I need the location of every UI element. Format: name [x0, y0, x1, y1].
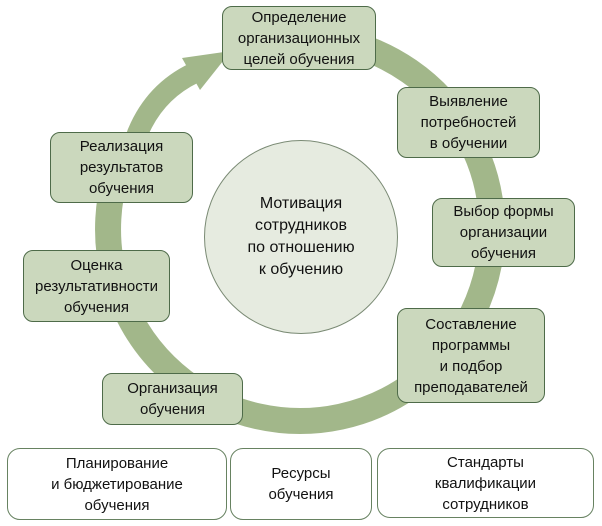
step-choose-form: Выбор формы организации обучения	[432, 198, 575, 267]
step-program-teachers: Составление программы и подбор преподава…	[397, 308, 545, 403]
step-implement-results-label: Реализация результатов обучения	[79, 138, 164, 197]
step-identify-needs: Выявление потребностей в обучении	[397, 87, 540, 158]
step-define-goals: Определение организационных целей обучен…	[222, 6, 376, 70]
foundation-planning-budgeting: Планирование и бюджетирование обучения	[7, 448, 227, 520]
step-implement-results: Реализация результатов обучения	[50, 132, 193, 203]
center-circle-label: Мотивация сотрудников по отношению к обу…	[247, 195, 355, 278]
foundation-qualification-standards: Стандарты квалификации сотрудников	[377, 448, 594, 518]
foundation-resources: Ресурсы обучения	[230, 448, 372, 520]
step-evaluate-results: Оценка результативности обучения	[23, 250, 170, 322]
step-define-goals-label: Определение организационных целей обучен…	[237, 8, 361, 68]
step-program-teachers-label: Составление программы и подбор преподава…	[414, 315, 528, 396]
foundation-planning-budgeting-label: Планирование и бюджетирование обучения	[51, 454, 183, 514]
step-organize-training: Организация обучения	[102, 373, 243, 425]
foundation-resources-label: Ресурсы обучения	[268, 465, 334, 503]
step-identify-needs-label: Выявление потребностей в обучении	[420, 93, 517, 152]
step-choose-form-label: Выбор формы организации обучения	[453, 203, 554, 262]
center-motivation-circle: Мотивация сотрудников по отношению к обу…	[204, 140, 398, 334]
step-evaluate-results-label: Оценка результативности обучения	[35, 256, 158, 316]
step-organize-training-label: Организация обучения	[127, 380, 218, 418]
foundation-qualification-standards-label: Стандарты квалификации сотрудников	[434, 453, 537, 513]
cycle-arrowhead-icon	[182, 51, 231, 90]
